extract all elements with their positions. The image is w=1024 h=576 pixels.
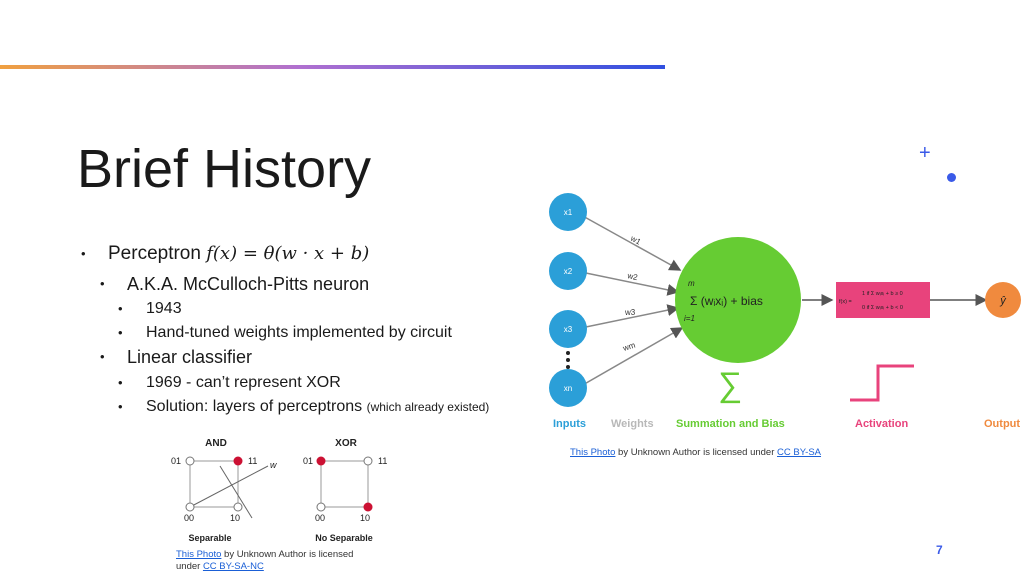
and-title: AND bbox=[205, 438, 227, 449]
output-node: ŷ bbox=[985, 282, 1021, 318]
weight-label-2: w2 bbox=[626, 271, 639, 282]
bullet-aka-label: A.K.A. McCulloch-Pitts neuron bbox=[127, 274, 370, 294]
bullet-icon: • bbox=[118, 325, 123, 340]
credit-left-text: by Unknown Author is licensed bbox=[221, 549, 354, 560]
credit-left-text2: under bbox=[176, 561, 203, 572]
weight-label-3: w3 bbox=[624, 308, 636, 317]
and-caption: Separable bbox=[188, 533, 231, 543]
svg-text:ŷ: ŷ bbox=[999, 295, 1007, 307]
bullet-perceptron: • Perceptron f(x) = θ(w · x + b) bbox=[81, 243, 370, 265]
step-function-icon bbox=[850, 364, 914, 402]
input-node-xn: xn bbox=[549, 369, 587, 407]
svg-text:01: 01 bbox=[303, 456, 313, 466]
svg-text:xn: xn bbox=[564, 384, 572, 393]
and-weight-line bbox=[189, 465, 269, 508]
activation-box: f(x) = 1 if Σ wᵢxᵢ + b ≥ 0 0 if Σ wᵢxᵢ +… bbox=[836, 282, 930, 318]
label-summation: Summation and Bias bbox=[676, 418, 785, 430]
and-grid bbox=[189, 460, 239, 508]
and-point-10 bbox=[233, 502, 243, 512]
weight-line-3 bbox=[580, 304, 680, 329]
bullet-solution-note: (which already existed) bbox=[366, 400, 490, 414]
bullet-perceptron-label: Perceptron bbox=[108, 243, 201, 264]
xor-title: XOR bbox=[335, 438, 357, 449]
svg-text:01: 01 bbox=[171, 456, 181, 466]
perceptron-diagram: w1 w2 w3 wm x1 x2 x3 xn m Σ (wᵢxᵢ) + bia… bbox=[549, 193, 1021, 430]
svg-text:x1: x1 bbox=[564, 208, 573, 217]
svg-text:1 if Σ wᵢxᵢ + b ≥ 0: 1 if Σ wᵢxᵢ + b ≥ 0 bbox=[862, 291, 903, 297]
weight-label-m: wm bbox=[621, 340, 637, 353]
label-inputs: Inputs bbox=[553, 418, 586, 430]
credit-left: This Photo by Unknown Author is licensed… bbox=[176, 549, 353, 573]
bullet-linear: • Linear classifier bbox=[100, 347, 253, 368]
header-accent-bar bbox=[0, 65, 665, 69]
xor-point-11 bbox=[363, 456, 373, 466]
svg-text:w: w bbox=[270, 460, 277, 470]
svg-text:m: m bbox=[688, 279, 695, 288]
xor-grid bbox=[320, 460, 369, 508]
weight-line-2 bbox=[580, 271, 680, 296]
svg-text:10: 10 bbox=[230, 513, 240, 523]
perceptron-formula: f(x) = θ(w · x + b) bbox=[206, 243, 370, 264]
xor-point-10 bbox=[363, 502, 373, 512]
svg-text:0 if Σ wᵢxᵢ + b < 0: 0 if Σ wᵢxᵢ + b < 0 bbox=[862, 305, 903, 311]
bullet-xor: • 1969 - can’t represent XOR bbox=[118, 374, 341, 392]
svg-text:x3: x3 bbox=[564, 325, 573, 334]
bullet-xor-label: 1969 - can’t represent XOR bbox=[146, 374, 341, 391]
bullet-hand-tuned: • Hand-tuned weights implemented by circ… bbox=[118, 324, 452, 342]
xor-caption: No Separable bbox=[315, 533, 373, 543]
and-separator-line bbox=[219, 465, 253, 519]
svg-text:f(x) =: f(x) = bbox=[839, 299, 852, 305]
bullet-aka: • A.K.A. McCulloch-Pitts neuron bbox=[100, 274, 370, 295]
credit-right-text: by Unknown Author is licensed under bbox=[615, 447, 778, 458]
credit-right-link[interactable]: This Photo bbox=[570, 447, 616, 458]
bullet-hand-tuned-label: Hand-tuned weights implemented by circui… bbox=[146, 324, 452, 341]
logic-separability-diagram: AND 01 11 00 10 w Separable XOR 01 11 00… bbox=[171, 438, 387, 543]
credit-right-license-link[interactable]: CC BY-SA bbox=[777, 447, 822, 458]
bullet-icon: • bbox=[118, 301, 123, 316]
credit-left-link[interactable]: This Photo bbox=[176, 549, 222, 560]
bullet-icon: • bbox=[118, 399, 123, 414]
input-node-x2: x2 bbox=[549, 252, 587, 290]
input-node-x1: x1 bbox=[549, 193, 587, 231]
svg-text:00: 00 bbox=[315, 513, 325, 523]
bullet-icon: • bbox=[100, 349, 105, 364]
svg-text:11: 11 bbox=[378, 456, 387, 466]
label-output: Output bbox=[984, 418, 1020, 430]
svg-text:x2: x2 bbox=[564, 267, 573, 276]
label-weights: Weights bbox=[611, 418, 654, 430]
and-point-00 bbox=[185, 502, 195, 512]
plus-decoration-icon: + bbox=[919, 142, 931, 164]
summation-formula: Σ (wᵢxᵢ) + bias bbox=[690, 294, 763, 308]
bullet-year-label: 1943 bbox=[146, 300, 182, 317]
weight-line-m bbox=[580, 327, 684, 387]
ellipsis-dots bbox=[566, 351, 570, 369]
credit-left-license-link[interactable]: CC BY-SA-NC bbox=[202, 561, 264, 572]
bullet-solution: • Solution: layers of perceptrons (which… bbox=[118, 398, 490, 416]
bullet-icon: • bbox=[81, 246, 86, 261]
xor-point-01 bbox=[316, 456, 326, 466]
xor-point-00 bbox=[316, 502, 326, 512]
bullet-icon: • bbox=[118, 375, 123, 390]
sigma-icon: ∑ bbox=[718, 366, 742, 404]
svg-text:11: 11 bbox=[248, 456, 257, 466]
svg-text:10: 10 bbox=[360, 513, 370, 523]
svg-text:00: 00 bbox=[184, 513, 194, 523]
and-point-01 bbox=[185, 456, 195, 466]
bullet-year: • 1943 bbox=[118, 300, 182, 318]
bullet-linear-label: Linear classifier bbox=[127, 347, 253, 367]
summation-node: m Σ (wᵢxᵢ) + bias i=1 bbox=[675, 237, 801, 363]
bullet-icon: • bbox=[100, 276, 105, 291]
slide-title: Brief History bbox=[77, 139, 372, 199]
page-number: 7 bbox=[936, 543, 943, 557]
label-activation: Activation bbox=[855, 418, 908, 430]
and-point-11 bbox=[233, 456, 243, 466]
input-node-x3: x3 bbox=[549, 310, 587, 348]
weight-label-1: w1 bbox=[628, 233, 643, 246]
dot-decoration-icon bbox=[947, 173, 956, 182]
weight-line-1 bbox=[580, 214, 682, 271]
bullet-solution-label: Solution: layers of perceptrons bbox=[146, 398, 363, 415]
credit-right: This Photo by Unknown Author is licensed… bbox=[570, 447, 821, 459]
svg-text:i=1: i=1 bbox=[684, 314, 695, 323]
